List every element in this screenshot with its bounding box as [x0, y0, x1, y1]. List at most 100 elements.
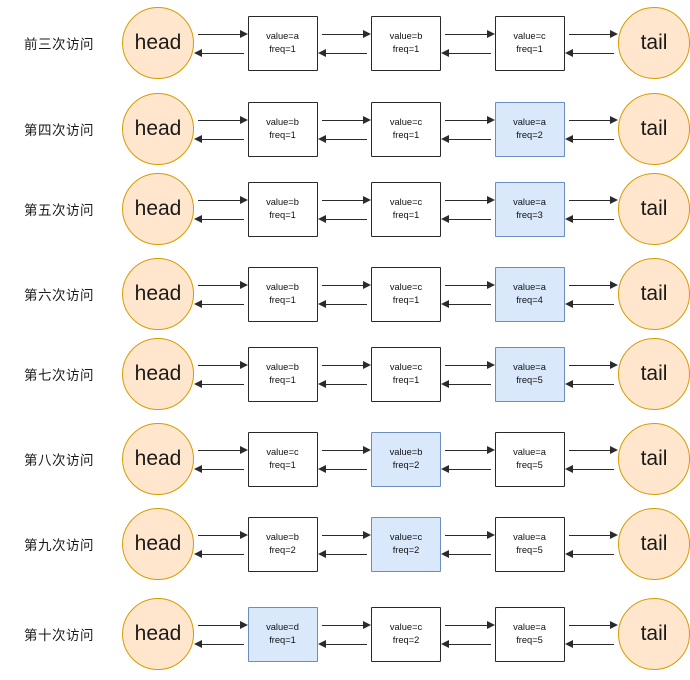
- bidirectional-link: [194, 353, 248, 395]
- row-label: 第五次访问: [24, 203, 94, 218]
- node-value: value=b: [389, 447, 423, 458]
- node-value: value=a: [513, 362, 546, 373]
- tail-node: tail: [618, 7, 690, 79]
- row-label: 第七次访问: [24, 368, 94, 383]
- bidirectional-link: [194, 523, 248, 565]
- bidirectional-link: [441, 108, 495, 150]
- backward-line: [321, 53, 367, 54]
- forward-line: [445, 120, 491, 121]
- forward-line: [568, 120, 614, 121]
- tail-node: tail: [618, 338, 690, 410]
- arrow-right-icon: [610, 116, 618, 124]
- backward-line: [568, 53, 614, 54]
- node-value: value=b: [266, 117, 299, 128]
- node-freq: freq=5: [516, 635, 543, 645]
- node-value: value=a: [513, 282, 546, 293]
- forward-line: [568, 450, 614, 451]
- arrow-left-icon: [441, 300, 449, 308]
- row-label: 第六次访问: [24, 288, 94, 303]
- arrow-right-icon: [363, 531, 371, 539]
- forward-line: [568, 34, 614, 35]
- node-value: value=a: [513, 197, 546, 208]
- backward-line: [198, 219, 244, 220]
- arrow-left-icon: [194, 550, 202, 558]
- tail-node: tail: [618, 423, 690, 495]
- node-freq: freq=2: [516, 130, 543, 140]
- arrow-left-icon: [194, 465, 202, 473]
- backward-line: [321, 219, 367, 220]
- head-node: head: [122, 598, 194, 670]
- arrow-right-icon: [610, 621, 618, 629]
- arrow-right-icon: [363, 446, 371, 454]
- arrow-right-icon: [363, 196, 371, 204]
- backward-line: [445, 139, 491, 140]
- arrow-right-icon: [239, 621, 248, 629]
- node-value: value=b: [266, 362, 299, 373]
- node-freq: freq=1: [392, 295, 420, 305]
- node-freq: freq=3: [516, 210, 543, 220]
- forward-line: [321, 34, 367, 35]
- list-node: value=b freq=1: [247, 346, 318, 402]
- arrow-right-icon: [486, 281, 495, 289]
- arrow-left-icon: [441, 49, 449, 57]
- arrow-left-icon: [194, 135, 202, 143]
- arrow-left-icon: [564, 465, 573, 473]
- arrow-left-icon: [194, 215, 202, 223]
- arrow-right-icon: [610, 361, 618, 369]
- arrow-right-icon: [610, 30, 618, 38]
- node-freq: freq=1: [269, 130, 296, 140]
- arrow-left-icon: [317, 49, 326, 57]
- arrow-right-icon: [239, 361, 248, 369]
- node-value: value=a: [513, 447, 546, 458]
- node-freq: freq=1: [269, 375, 296, 385]
- bidirectional-link: [441, 438, 495, 480]
- bidirectional-link: [317, 438, 371, 480]
- backward-line: [321, 304, 367, 305]
- arrow-left-icon: [194, 640, 202, 648]
- arrow-left-icon: [317, 380, 326, 388]
- forward-line: [445, 450, 491, 451]
- head-node: head: [122, 258, 194, 330]
- bidirectional-link: [317, 353, 371, 395]
- arrow-left-icon: [317, 640, 326, 648]
- bidirectional-link: [194, 108, 248, 150]
- bidirectional-link: [441, 613, 495, 655]
- node-freq: freq=2: [269, 545, 296, 555]
- arrow-right-icon: [239, 531, 248, 539]
- arrow-right-icon: [486, 116, 495, 124]
- bidirectional-link: [564, 438, 618, 480]
- forward-line: [445, 535, 491, 536]
- head-node: head: [122, 7, 194, 79]
- bidirectional-link: [194, 273, 248, 315]
- bidirectional-link: [194, 613, 248, 655]
- node-freq: freq=1: [269, 460, 296, 470]
- backward-line: [445, 554, 491, 555]
- backward-line: [198, 554, 244, 555]
- node-freq: freq=1: [392, 44, 420, 54]
- arrow-right-icon: [486, 30, 495, 38]
- backward-line: [198, 469, 244, 470]
- arrow-right-icon: [486, 531, 495, 539]
- tail-node: tail: [618, 598, 690, 670]
- arrow-right-icon: [363, 361, 371, 369]
- node-value: value=c: [389, 622, 423, 633]
- bidirectional-link: [317, 22, 371, 64]
- node-freq: freq=1: [392, 375, 420, 385]
- backward-line: [445, 469, 491, 470]
